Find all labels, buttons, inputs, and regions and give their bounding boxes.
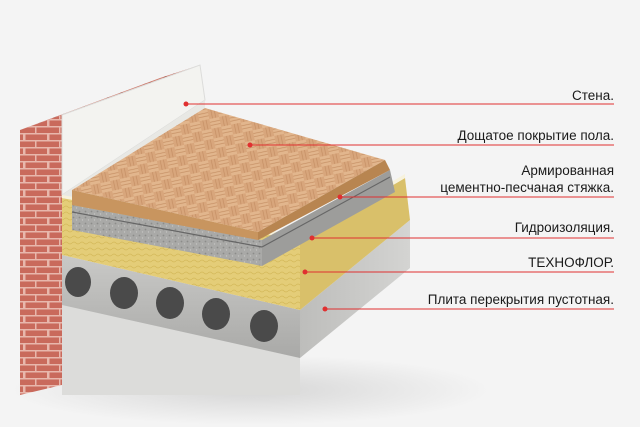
label-screed-line-1: Армированная	[521, 163, 614, 178]
label-wall-text: Стена.	[571, 88, 614, 103]
label-screed: Армированная цементно-песчаная стяжка.	[440, 162, 614, 196]
label-floor-covering-text: Дощатое покрытие пола.	[457, 128, 615, 143]
brick-wall-front	[20, 115, 62, 395]
parquet-floor-top	[72, 108, 385, 232]
label-waterproofing: Гидроизоляция.	[515, 219, 614, 236]
reinforcement-mesh	[71, 176, 391, 248]
label-wall: Стена.	[572, 87, 614, 104]
label-waterproofing-text: Гидроизоляция.	[514, 220, 614, 235]
label-slab-text: Плита перекрытия пустотная.	[427, 292, 614, 307]
leader-dots	[183, 101, 343, 312]
label-screed-line-2: цементно-песчаная стяжка.	[440, 180, 614, 195]
label-slab: Плита перекрытия пустотная.	[428, 291, 614, 308]
parquet-edge	[72, 190, 258, 240]
hollow-slab-side	[300, 220, 410, 358]
slab-holes	[65, 267, 278, 342]
parquet-edge-side	[258, 160, 390, 240]
wall-lower-shadow	[62, 300, 300, 395]
label-floor-covering: Дощатое покрытие пола.	[458, 127, 615, 144]
label-technofloor-text: ТЕХНОФЛОР.	[528, 255, 614, 270]
screed-side	[262, 170, 395, 266]
label-technofloor: ТЕХНОФЛОР.	[528, 254, 614, 271]
leader-lines	[186, 103, 614, 310]
insulation-side	[300, 178, 410, 310]
